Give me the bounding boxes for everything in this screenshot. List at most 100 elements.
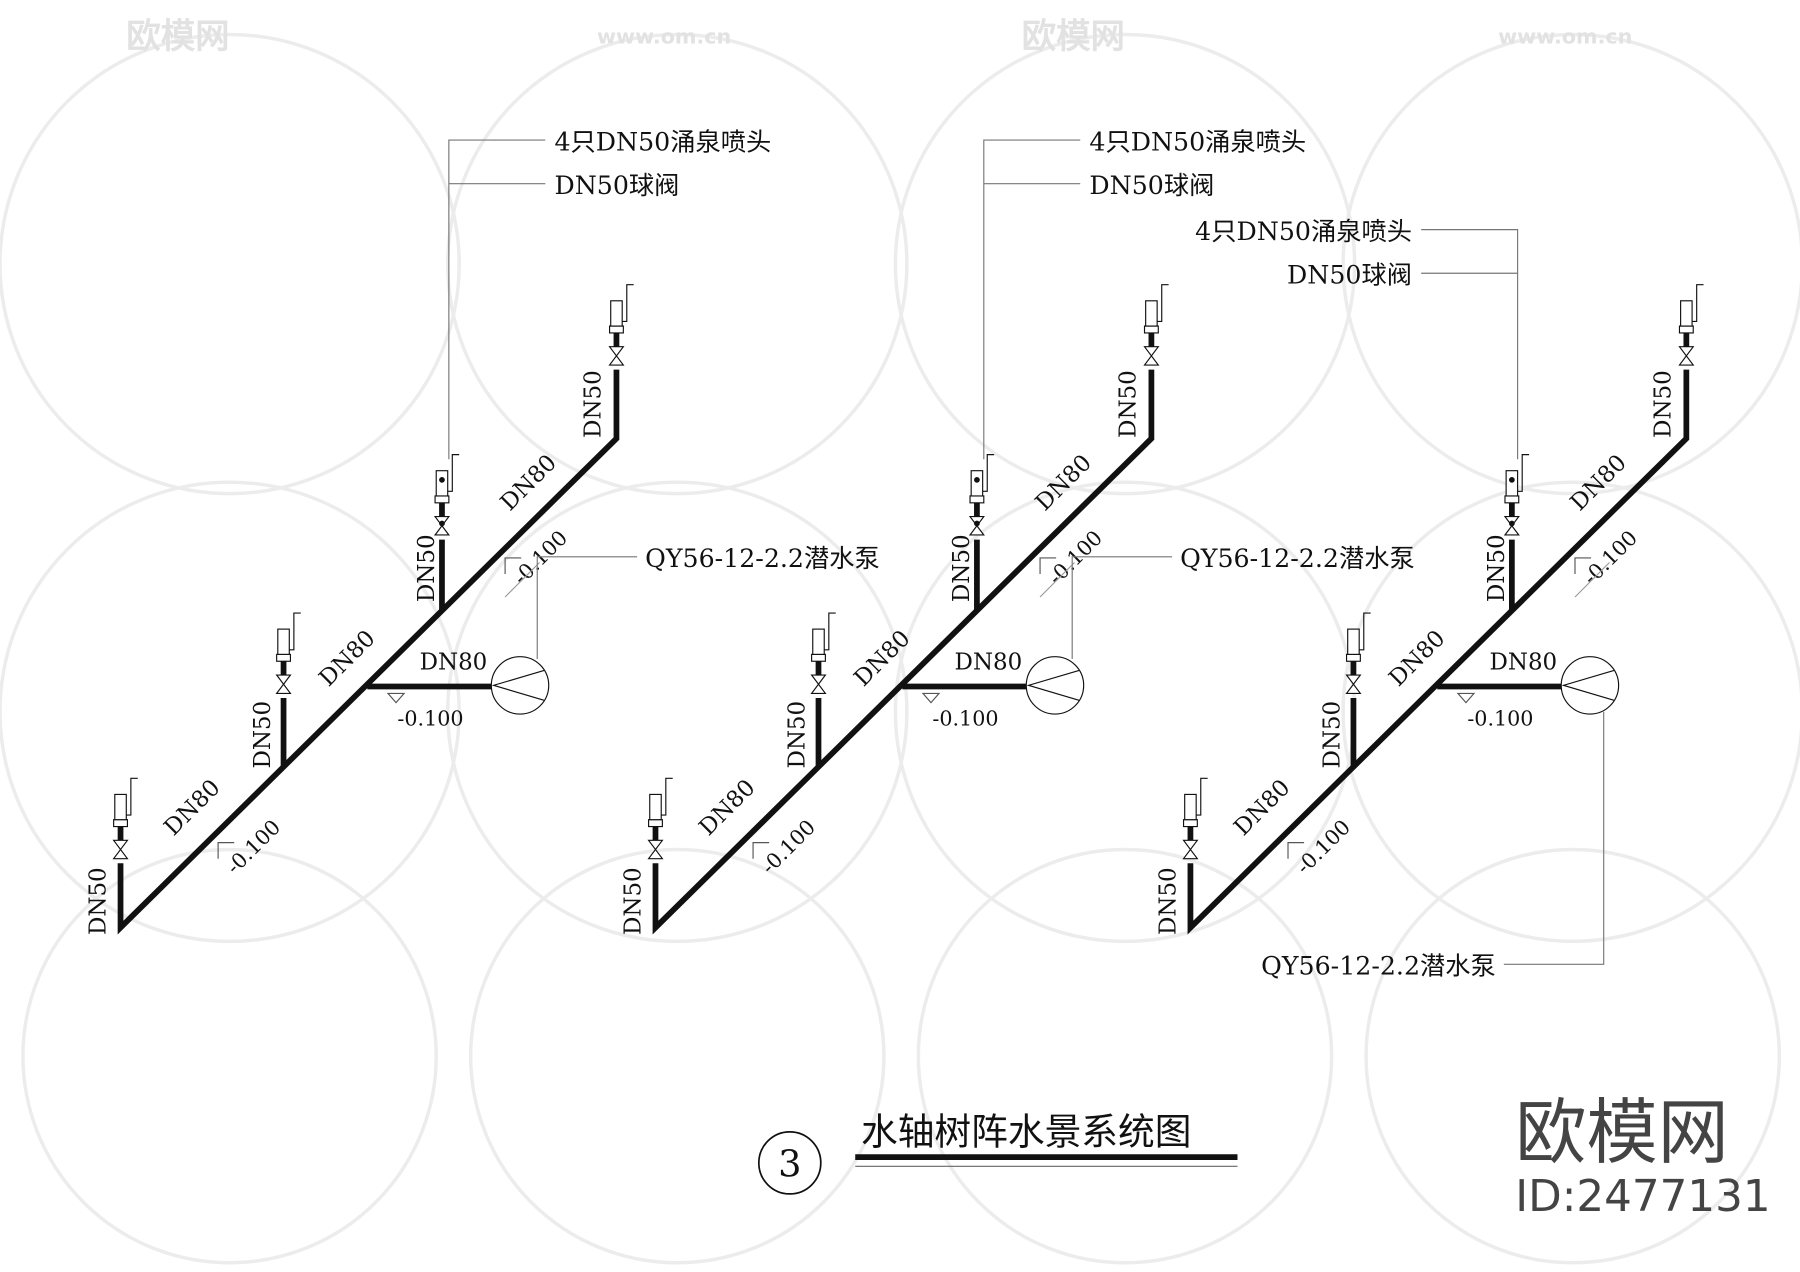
watermark-circle bbox=[1341, 32, 1800, 496]
nozzle-assembly bbox=[968, 454, 995, 536]
elevation-marker-icon bbox=[1456, 692, 1476, 704]
elevation-marker-icon bbox=[1574, 557, 1592, 575]
pump-note: QY56-12-2.2潜水泵 bbox=[1261, 952, 1496, 981]
pump-leader-line bbox=[1503, 711, 1605, 965]
nozzle-fitting bbox=[969, 495, 985, 504]
elevation-marker-icon bbox=[1287, 842, 1305, 859]
nozzle-spray-icon bbox=[1359, 612, 1371, 651]
pump-symbol bbox=[491, 669, 545, 701]
nozzle-spray-icon bbox=[1692, 284, 1704, 323]
elevation-marker-icon bbox=[752, 842, 770, 859]
ball-valve-icon bbox=[608, 346, 625, 366]
nozzle-spray-icon bbox=[289, 612, 301, 651]
ball-valve-icon bbox=[112, 839, 129, 860]
drawing-number: 3 bbox=[778, 1143, 801, 1186]
fountain-nozzle-icon bbox=[435, 470, 449, 497]
nozzle-note: 4只DN50涌泉喷头 bbox=[1089, 127, 1306, 156]
logo-text: 欧模网 bbox=[1515, 1091, 1728, 1174]
drawing-title: 水轴树阵水景系统图 bbox=[861, 1111, 1191, 1154]
pump-pipe-label: DN80 bbox=[1490, 649, 1558, 675]
ball-valve-icon bbox=[1182, 839, 1199, 860]
dot bbox=[1508, 520, 1515, 527]
nozzle-spray-icon bbox=[1157, 284, 1169, 323]
watermark-brand: 欧模网 bbox=[1022, 17, 1125, 57]
nozzle-leader-line bbox=[448, 139, 546, 460]
ball-valve-icon bbox=[1345, 674, 1362, 694]
elevation-label: -0.100 bbox=[756, 815, 820, 879]
logo-block: 欧模网 ID:2477131 bbox=[1515, 1091, 1770, 1222]
elevation-marker-icon bbox=[386, 692, 406, 704]
pump-note: QY56-12-2.2潜水泵 bbox=[645, 544, 880, 573]
watermark-url: www.om.cn bbox=[597, 25, 731, 49]
watermark-circle bbox=[21, 847, 438, 1265]
nozzle-fitting bbox=[608, 325, 624, 334]
nozzle-assembly bbox=[1345, 612, 1371, 694]
fountain-nozzle-icon bbox=[649, 793, 662, 821]
watermark-url: www.om.cn bbox=[1498, 25, 1632, 49]
fountain-nozzle-icon bbox=[610, 300, 623, 327]
watermark-circle bbox=[468, 847, 886, 1265]
pump-leader-line bbox=[1071, 556, 1173, 659]
nozzle-leader-line bbox=[1421, 229, 1519, 460]
dot bbox=[974, 477, 980, 483]
elevation-leader bbox=[1574, 562, 1610, 598]
pump-leader-line bbox=[536, 556, 638, 659]
submersible-pump-icon bbox=[490, 656, 550, 715]
pump-note: QY56-12-2.2潜水泵 bbox=[1180, 544, 1415, 573]
elevation-leader bbox=[504, 562, 540, 598]
nozzle-fitting bbox=[811, 653, 826, 662]
nozzle-assembly bbox=[433, 454, 460, 536]
nozzle-spray-icon bbox=[824, 612, 836, 651]
nozzle-assembly bbox=[647, 777, 673, 860]
elevation-label: -0.100 bbox=[221, 815, 285, 879]
nozzle-fitting bbox=[648, 819, 663, 828]
branch-pipe-label: DN50 bbox=[250, 701, 276, 769]
submersible-pump-icon bbox=[1560, 656, 1620, 715]
nozzle-assembly bbox=[810, 612, 836, 694]
nozzle-spray-icon bbox=[447, 454, 460, 492]
dot bbox=[439, 477, 445, 483]
branch-pipe-label: DN50 bbox=[580, 370, 606, 438]
elevation-leader bbox=[1039, 562, 1075, 598]
fountain-nozzle-icon bbox=[277, 628, 290, 655]
watermark-circle bbox=[445, 480, 909, 944]
branch-pipe-label: DN50 bbox=[86, 867, 112, 935]
pump-symbol bbox=[1026, 669, 1080, 701]
valve-note: DN50球阀 bbox=[1089, 171, 1214, 200]
watermark-circle bbox=[0, 480, 461, 944]
branch-pipe-label: DN50 bbox=[414, 534, 440, 602]
pump-symbol bbox=[1561, 669, 1615, 701]
nozzle-assembly bbox=[112, 777, 138, 860]
elevation-label: -0.100 bbox=[397, 707, 463, 731]
nozzle-assembly bbox=[1678, 284, 1704, 366]
main-pipe-label: DN80 bbox=[1031, 450, 1097, 516]
nozzle-fitting bbox=[1504, 495, 1520, 504]
watermark-layer: 欧模网 www.om.cn 欧模网 www.om.cn bbox=[0, 17, 1800, 1265]
nozzle-fitting bbox=[276, 653, 292, 662]
valve-note: DN50球阀 bbox=[1287, 261, 1412, 290]
elevation-marker-icon bbox=[504, 557, 522, 575]
valve-note: DN50球阀 bbox=[554, 171, 679, 200]
nozzle-assembly bbox=[1503, 454, 1530, 536]
watermark-circle bbox=[916, 847, 1334, 1265]
pump-pipe-label: DN80 bbox=[955, 649, 1023, 675]
nozzle-spray-icon bbox=[1517, 454, 1530, 492]
nozzle-assembly bbox=[1143, 284, 1169, 366]
fountain-nozzle-icon bbox=[1145, 300, 1158, 327]
branch-pipe-label: DN50 bbox=[1156, 867, 1182, 935]
ball-valve-icon bbox=[1678, 346, 1695, 366]
elevation-label: -0.100 bbox=[1467, 707, 1533, 731]
nozzle-note: 4只DN50涌泉喷头 bbox=[1195, 217, 1412, 246]
nozzle-fitting bbox=[1345, 653, 1361, 662]
elevation-label: -0.100 bbox=[932, 707, 998, 731]
nozzle-fitting bbox=[434, 495, 450, 504]
elevation-marker-icon bbox=[1039, 557, 1057, 575]
submersible-pump-icon bbox=[1025, 656, 1085, 715]
ball-valve-icon bbox=[1143, 346, 1160, 366]
branch-pipe-label: DN50 bbox=[1115, 370, 1141, 438]
nozzle-spray-icon bbox=[126, 777, 138, 816]
dot bbox=[439, 520, 445, 527]
nozzle-fitting bbox=[1143, 325, 1159, 334]
dot bbox=[1508, 477, 1515, 483]
system-diagram-3: DN50DN50DN50DN50DN80DN80DN80DN80-0.100-0… bbox=[1156, 217, 1704, 981]
